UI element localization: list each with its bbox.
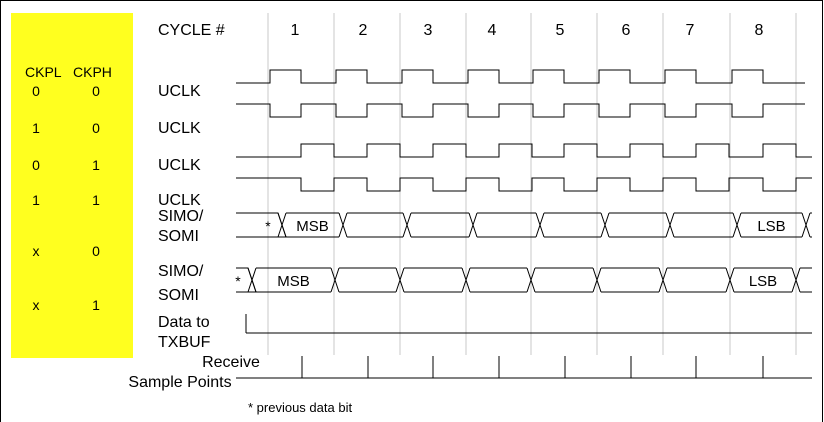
bus-segment xyxy=(665,212,733,238)
cycle-number: 8 xyxy=(755,22,764,39)
bus-tail xyxy=(801,212,812,238)
sample-label: Sample Points xyxy=(128,374,231,391)
cycle-number: 2 xyxy=(359,22,368,39)
cycle-number: 3 xyxy=(424,22,433,39)
simo-somi-label: SOMI xyxy=(158,287,199,304)
uclk-label: UCLK xyxy=(158,192,201,209)
cycle-number: 7 xyxy=(686,22,695,39)
bus-segment xyxy=(600,212,666,238)
bus-segment xyxy=(402,212,469,238)
ckpl-value: x xyxy=(33,297,40,313)
bus-segment xyxy=(277,212,339,238)
txbuf-label: Data to xyxy=(158,314,210,331)
bus-segment xyxy=(395,267,462,293)
bus-segment xyxy=(725,267,792,293)
simo-somi-label: SIMO/ xyxy=(158,208,204,225)
msb-label: MSB xyxy=(277,273,310,290)
previous-bit-marker: * xyxy=(265,218,271,234)
cycle-header-label: CYCLE # xyxy=(158,22,225,39)
bus-segment xyxy=(468,212,536,238)
uclk-waveform xyxy=(236,177,812,192)
bus-segment xyxy=(330,267,396,293)
ckph-value: 0 xyxy=(92,83,100,99)
bus-segment xyxy=(461,267,527,293)
ckpl-value: x xyxy=(33,243,40,259)
txbuf-waveform xyxy=(245,314,812,334)
ckph-value: 0 xyxy=(92,243,100,259)
bus-segment xyxy=(535,212,601,238)
config-panel xyxy=(11,13,133,358)
uclk-label: UCLK xyxy=(158,83,201,100)
ckph-header: CKPH xyxy=(73,64,112,80)
ckpl-header: CKPL xyxy=(25,64,62,80)
cycle-numbers: 1 2 3 4 5 6 7 8 xyxy=(291,22,764,39)
bus-segment xyxy=(658,267,726,293)
cycle-number: 4 xyxy=(488,22,497,39)
bus-lead xyxy=(236,212,287,238)
cycle-number: 1 xyxy=(291,22,300,39)
bus-tail xyxy=(791,267,812,293)
waveforms: * MSB LSB * MSB LSB xyxy=(235,69,812,379)
txbuf-label: TXBUF xyxy=(158,334,211,351)
ckpl-value: 1 xyxy=(32,192,40,208)
previous-bit-marker: * xyxy=(235,273,241,289)
sample-label: Receive xyxy=(202,354,260,371)
uclk-label: UCLK xyxy=(158,120,201,137)
ckpl-value: 0 xyxy=(32,157,40,173)
msb-label: MSB xyxy=(296,218,329,235)
lsb-label: LSB xyxy=(757,218,785,235)
config-rows: 0 0 1 0 0 1 1 1 x 0 x 1 xyxy=(32,83,100,313)
lsb-label: LSB xyxy=(749,273,777,290)
cycle-number: 5 xyxy=(556,22,565,39)
uclk-waveform xyxy=(236,69,805,84)
ckph-value: 1 xyxy=(92,157,100,173)
bus-segment xyxy=(526,267,593,293)
footnote: * previous data bit xyxy=(248,400,352,415)
cycle-number: 6 xyxy=(622,22,631,39)
bus-segment xyxy=(338,212,403,238)
ckph-value: 0 xyxy=(92,120,100,136)
simo-somi-label: SIMO/ xyxy=(158,263,204,280)
simo-somi-label: SOMI xyxy=(158,228,199,245)
ckph-value: 1 xyxy=(92,192,100,208)
ckpl-value: 1 xyxy=(32,120,40,136)
uclk-waveform xyxy=(236,103,805,118)
bus-segment xyxy=(592,267,659,293)
uclk-waveform xyxy=(236,143,812,158)
ckph-value: 1 xyxy=(92,297,100,313)
bus-segment xyxy=(247,267,331,293)
uclk-label: UCLK xyxy=(158,157,201,174)
ckpl-value: 0 xyxy=(32,83,40,99)
bus-segment xyxy=(732,212,802,238)
